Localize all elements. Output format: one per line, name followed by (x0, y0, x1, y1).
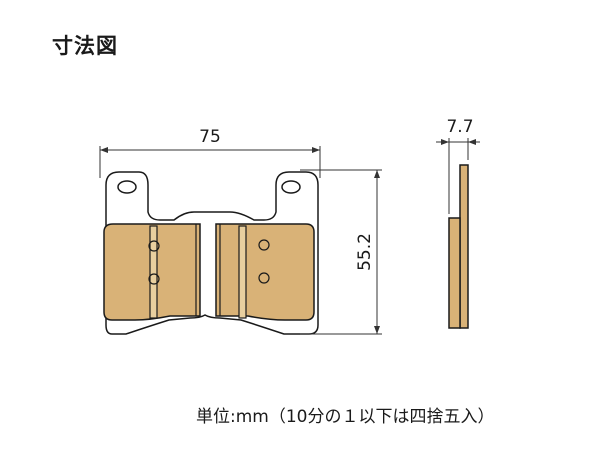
arrow-head (374, 170, 380, 178)
page-title: 寸法図 (52, 34, 118, 58)
side-friction-material (448, 217, 461, 329)
side-backing-plate (459, 164, 469, 329)
arrow-head (374, 326, 380, 334)
width-label: 75 (199, 127, 221, 147)
arrow-head (468, 139, 476, 145)
dimple (258, 239, 270, 251)
arrow-head (441, 139, 449, 145)
backing-plate (105, 171, 319, 335)
thickness-label: 7.7 (446, 117, 473, 137)
dimple (258, 272, 270, 284)
dimple (148, 273, 160, 285)
arrow-head (100, 147, 108, 153)
unit-note: 単位:mm（10分の１以下は四捨五入） (196, 407, 495, 427)
friction-pad-right (215, 223, 315, 321)
height-label: 55.2 (355, 233, 375, 271)
dimple (148, 240, 160, 252)
groove-right (238, 225, 247, 319)
mounting-hole-left (117, 180, 137, 194)
groove-left (149, 225, 158, 319)
arrow-head (312, 147, 320, 153)
mounting-hole-right (281, 180, 301, 194)
